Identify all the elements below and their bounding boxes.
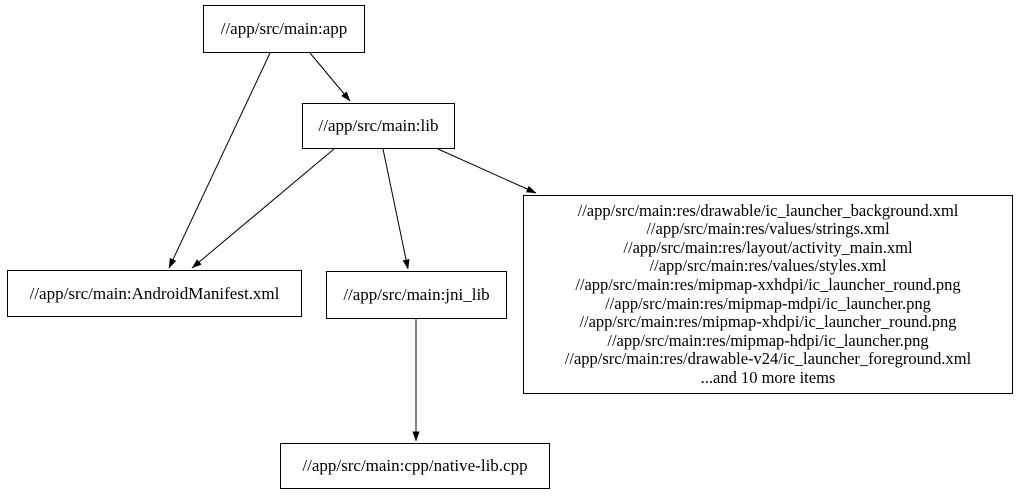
edge-app-to-lib (309, 52, 351, 102)
node-res-group-line: //app/src/main:res/mipmap-xxhdpi/ic_laun… (575, 274, 961, 294)
node-android-manifest: //app/src/main:AndroidManifest.xml (7, 270, 302, 317)
node-res-group-line: //app/src/main:res/values/strings.xml (646, 219, 890, 239)
node-res-group-line: //app/src/main:res/values/styles.xml (649, 256, 887, 276)
node-app: //app/src/main:app (203, 5, 365, 53)
node-res-group-line: //app/src/main:res/mipmap-mdpi/ic_launch… (605, 293, 931, 313)
node-lib: //app/src/main:lib (302, 103, 455, 149)
edge-app-to-android-manifest (168, 52, 271, 269)
node-res-group-line: //app/src/main:res/drawable/ic_launcher_… (577, 200, 959, 220)
node-res-group-line: ...and 10 more items (700, 367, 836, 387)
node-cpp-native-lib: //app/src/main:cpp/native-lib.cpp (280, 443, 550, 489)
node-app-label: //app/src/main:app (220, 19, 348, 38)
node-jni-lib: //app/src/main:jni_lib (326, 271, 507, 319)
edge-lib-to-android-manifest (191, 148, 335, 269)
node-jni-lib-label: //app/src/main:jni_lib (343, 285, 490, 304)
edge-lib-to-res-group (437, 148, 537, 194)
node-res-group-line: //app/src/main:res/mipmap-hdpi/ic_launch… (607, 330, 929, 350)
edge-lib-to-jni-lib (382, 148, 410, 270)
node-res-group-line: //app/src/main:res/layout/activity_main.… (623, 237, 913, 257)
node-res-group-line: //app/src/main:res/mipmap-xhdpi/ic_launc… (579, 312, 957, 332)
node-cpp-native-lib-label: //app/src/main:cpp/native-lib.cpp (302, 456, 528, 475)
node-res-group: //app/src/main:res/drawable/ic_launcher_… (523, 195, 1013, 394)
node-res-group-line: //app/src/main:res/drawable-v24/ic_launc… (564, 349, 972, 369)
node-android-manifest-label: //app/src/main:AndroidManifest.xml (29, 283, 280, 303)
node-lib-label: //app/src/main:lib (318, 116, 439, 135)
